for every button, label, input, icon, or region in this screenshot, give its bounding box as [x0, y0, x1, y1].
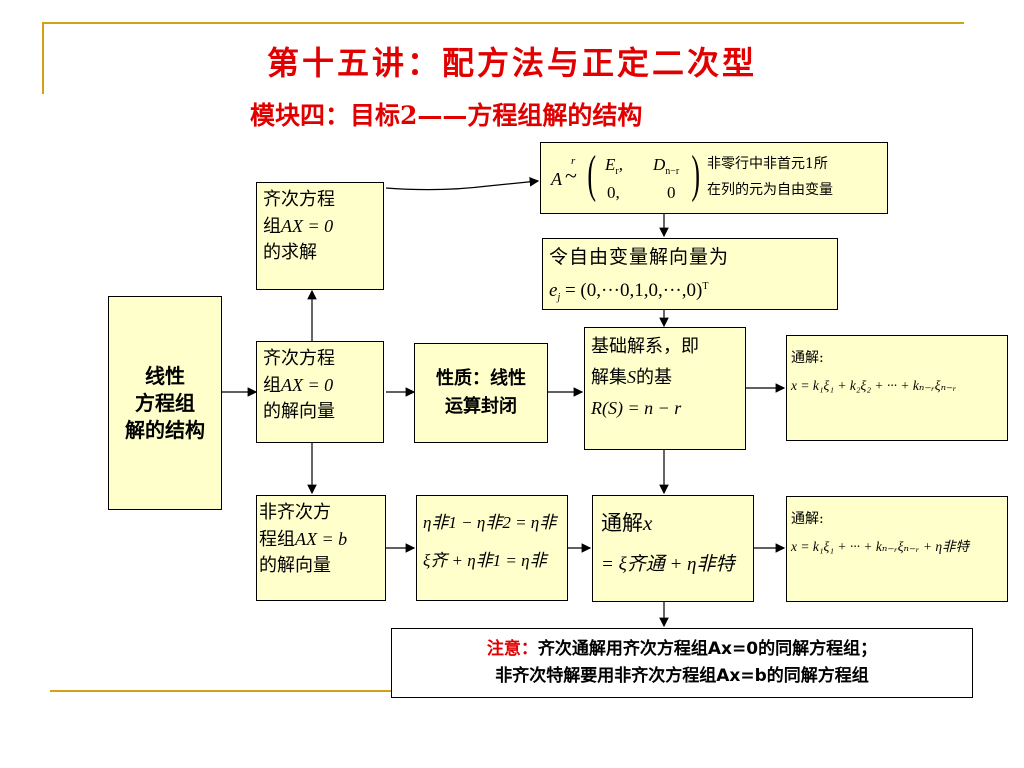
ej-transpose: T — [702, 281, 709, 292]
basis-box: 基础解系，即 解集S的基 R(S) = n − r — [584, 327, 746, 450]
page-subtitle: 模块四：目标2——方程组解的结构 — [250, 101, 643, 130]
hom-vec-equation: AX = 0 — [281, 375, 334, 395]
basis-prefix: 解集 — [591, 367, 627, 388]
eta-line2: ξ齐 + η非1 = η非 — [423, 551, 547, 570]
basis-line2: 解集S的基 — [591, 362, 739, 393]
basis-line1: 基础解系，即 — [591, 336, 699, 357]
general-nonhom-formula: x = k₁ξ₁ + ··· + kₙ₋ᵣξₙ₋ᵣ + η非特 — [791, 539, 970, 554]
hom-vec-line2: 组AX = 0 — [263, 372, 377, 399]
main-topic-line2: 方程组 — [135, 390, 195, 415]
echelon-matrix: A r ~ ( Er, Dn−r 0, 0 ) — [549, 146, 700, 209]
echelon-note-line2: 在列的元为自由变量 — [707, 182, 833, 198]
hom-solve-line2: 组AX = 0 — [263, 213, 377, 240]
property-line1: 性质：线性 — [436, 368, 526, 389]
general-nonhom-label: 通解: — [791, 511, 824, 527]
matrix-zero1: 0, — [607, 183, 620, 202]
general-x-line1: 通解x — [601, 502, 745, 544]
nonhom-line2: 程组AX = b — [259, 526, 379, 553]
echelon-note-line1: 非零行中非首元1所 — [707, 156, 828, 172]
note-box: 注意：齐次通解用齐次方程组Ax=0的同解方程组； 非齐次特解要用非齐次方程组Ax… — [391, 628, 973, 698]
general-nonhom-solution-box: 通解: x = k₁ξ₁ + ··· + kₙ₋ᵣξₙ₋ᵣ + η非特 — [786, 496, 1008, 602]
er-symbol: E — [605, 155, 616, 174]
nonhom-line3: 的解向量 — [259, 555, 331, 576]
hom-vec-line3: 的解向量 — [263, 401, 335, 422]
general-x-var: x — [643, 511, 653, 535]
ej-value: = (0,···0,1,0,···,0) — [564, 280, 703, 301]
hom-solve-line3: 的求解 — [263, 242, 317, 263]
left-paren-icon: ( — [587, 146, 596, 203]
tilde-rank: r — [571, 155, 576, 167]
echelon-note: 非零行中非首元1所 在列的元为自由变量 — [707, 151, 833, 203]
er-sub: r — [615, 166, 619, 177]
matrix-a: A — [551, 169, 562, 189]
tilde-icon: ~ — [565, 163, 577, 188]
general-x-line2: = ξ齐通 + η非特 — [601, 554, 735, 575]
matrix-d: Dn−r — [653, 155, 679, 177]
hom-vec-line1: 齐次方程 — [263, 348, 335, 369]
matrix-zero2: 0 — [667, 183, 676, 202]
eta-relations-box: η非1 − η非2 = η非 ξ齐 + η非1 = η非 — [416, 495, 568, 601]
note-line1: 注意：齐次通解用齐次方程组Ax=0的同解方程组； — [392, 636, 972, 663]
hom-solve-line1: 齐次方程 — [263, 189, 335, 210]
hom-vec-prefix: 组 — [263, 375, 281, 396]
general-x-prefix: 通解 — [601, 511, 643, 535]
note-line2: 非齐次特解要用非齐次方程组Ax=b的同解方程组 — [495, 666, 869, 686]
nonhom-equation: AX = b — [295, 529, 348, 549]
nonhom-line1: 非齐次方 — [259, 502, 331, 523]
right-paren-icon: ) — [691, 146, 700, 203]
general-solution-x-box: 通解x = ξ齐通 + η非特 — [592, 495, 754, 602]
property-line2: 运算封闭 — [445, 396, 517, 417]
free-var-line1: 令自由变量解向量为 — [549, 246, 730, 268]
nonhomogeneous-vector-box: 非齐次方 程组AX = b 的解向量 — [256, 495, 386, 601]
page-title: 第十五讲：配方法与正定二次型 — [266, 44, 757, 82]
general-hom-formula: x = k₁ξ₁ + k₂ξ₂ + ··· + kₙ₋ᵣξₙ₋ᵣ — [791, 378, 957, 393]
basis-rank: R(S) = n − r — [591, 398, 682, 418]
free-variable-box: 令自由变量解向量为 ej = (0,···0,1,0,···,0)T — [542, 238, 838, 310]
hom-solve-equation: AX = 0 — [281, 216, 334, 236]
hom-solve-prefix: 组 — [263, 216, 281, 237]
main-topic-line3: 解的结构 — [125, 417, 205, 442]
main-topic-line1: 线性 — [145, 363, 185, 388]
general-hom-solution-box: 通解: x = k₁ξ₁ + k₂ξ₂ + ··· + kₙ₋ᵣξₙ₋ᵣ — [786, 335, 1008, 441]
decor-line-left — [42, 22, 44, 94]
general-hom-label: 通解: — [791, 350, 824, 366]
d-sub: n−r — [665, 166, 680, 177]
decor-line-top — [42, 22, 964, 24]
homogeneous-vector-box: 齐次方程 组AX = 0 的解向量 — [256, 341, 384, 443]
nonhom-prefix: 程组 — [259, 529, 295, 550]
d-symbol: D — [653, 155, 666, 174]
matrix-er: Er, — [605, 155, 623, 177]
eta-line1: η非1 − η非2 = η非 — [423, 513, 557, 532]
main-topic-box: 线性 方程组 解的结构 — [108, 296, 222, 510]
note-text1: 齐次通解用齐次方程组Ax=0的同解方程组； — [537, 639, 878, 659]
note-label: 注意： — [486, 639, 538, 659]
basis-s: S — [627, 367, 636, 387]
property-box: 性质：线性 运算封闭 — [414, 343, 548, 443]
ej-symbol: e — [549, 280, 558, 301]
free-var-line2: ej = (0,···0,1,0,···,0)T — [549, 272, 831, 313]
echelon-form-box: A r ~ ( Er, Dn−r 0, 0 ) 非零行中非首元1所 在列的元为自… — [540, 142, 888, 214]
ej-sub: j — [557, 292, 561, 303]
basis-suffix: 的基 — [636, 367, 672, 388]
homogeneous-solve-box: 齐次方程 组AX = 0 的求解 — [256, 182, 384, 290]
